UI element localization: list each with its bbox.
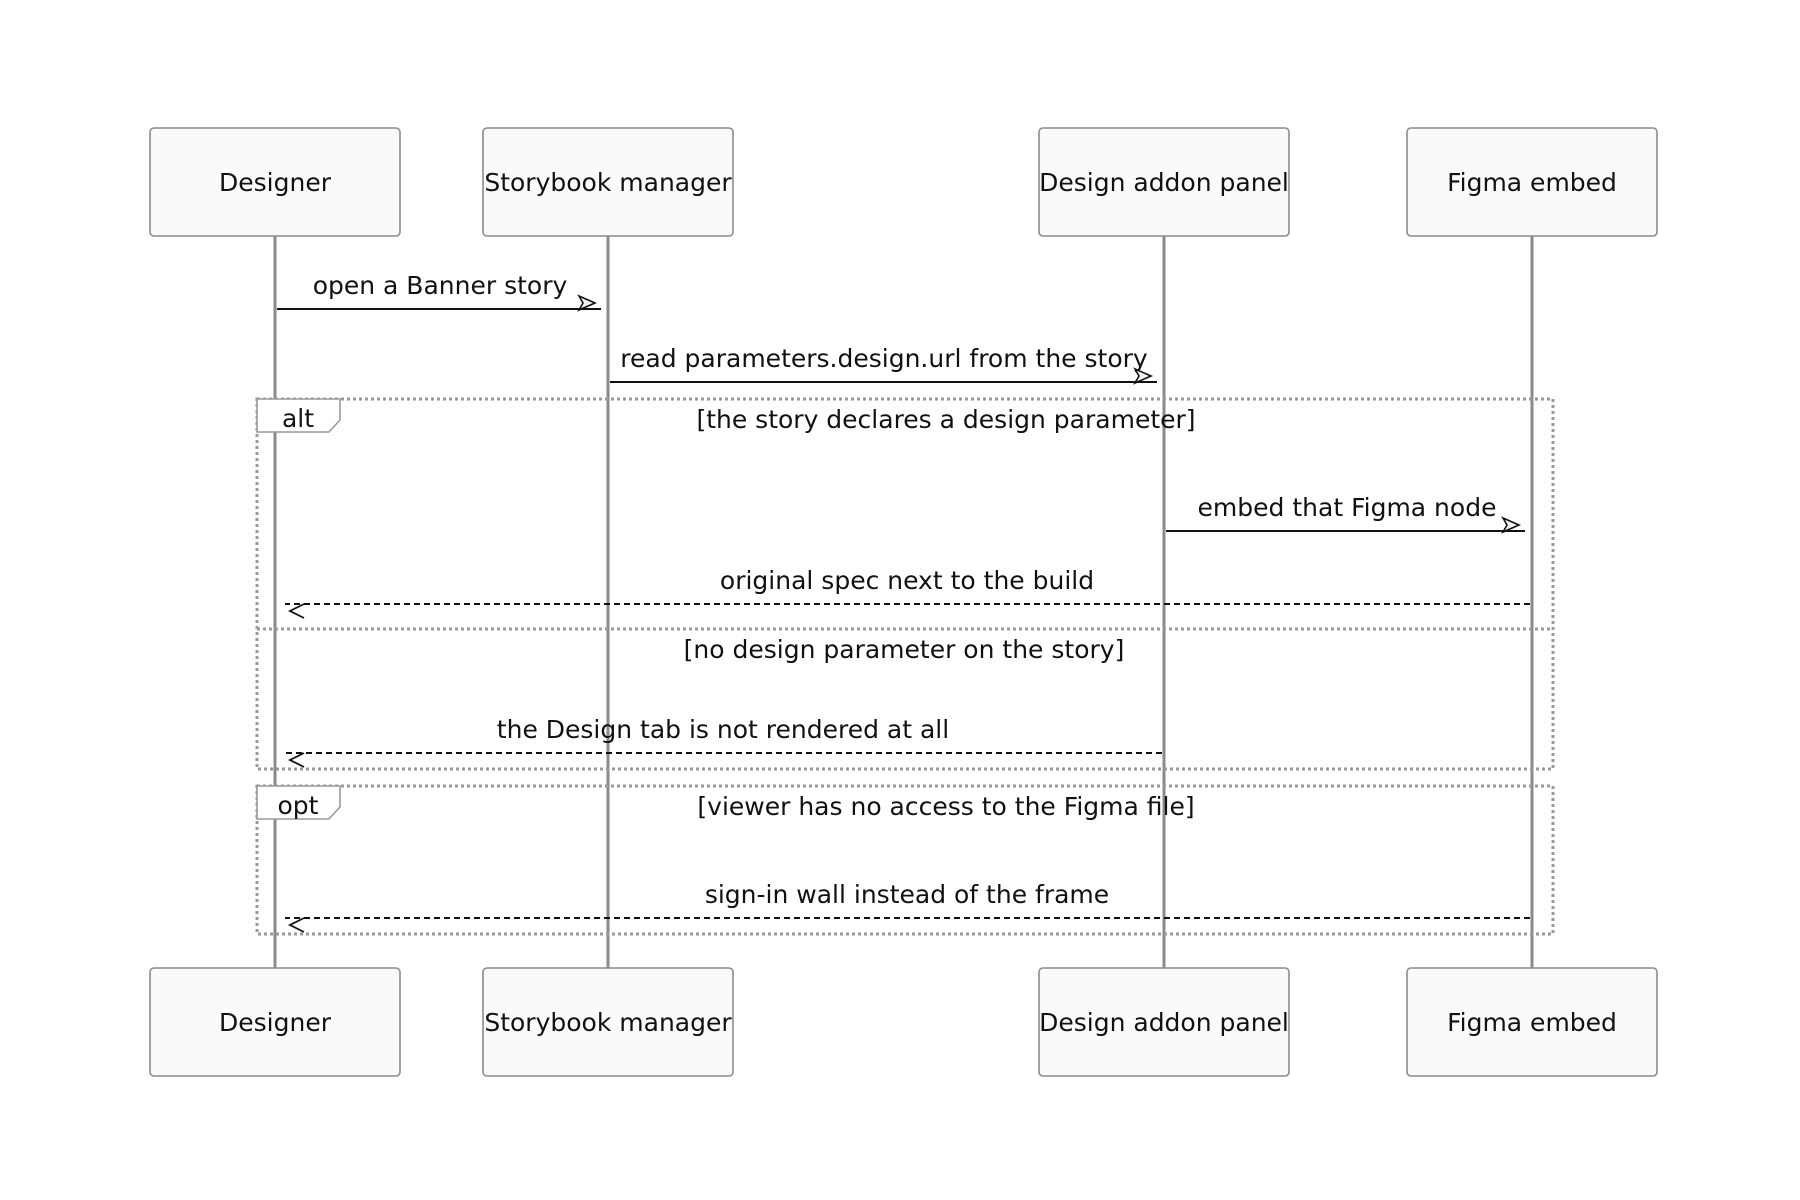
actor-bottom-storybook-manager: Storybook manager	[482, 967, 734, 1077]
fragment-opt: opt [viewer has no access to the Figma f…	[255, 784, 1555, 936]
fragment-condition: [no design parameter on the story]	[684, 635, 1125, 664]
actor-top-design-addon-panel: Design addon panel	[1038, 127, 1290, 237]
fragment-tab	[256, 398, 341, 433]
fragment-condition: [viewer has no access to the Figma file]	[697, 792, 1194, 821]
message-label: embed that Figma node	[1198, 493, 1497, 522]
actor-bottom-designer: Designer	[149, 967, 401, 1077]
message-label: open a Banner story	[313, 271, 568, 300]
fragment-condition: [the story declares a design parameter]	[696, 405, 1195, 434]
actor-bottom-design-addon-panel: Design addon panel	[1038, 967, 1290, 1077]
message-label: original spec next to the build	[720, 566, 1094, 595]
message-read-design-url: read parameters.design.url from the stor…	[610, 344, 1157, 385]
fragment-alt: alt [the story declares a design paramet…	[255, 397, 1555, 771]
message-label: sign-in wall instead of the frame	[705, 880, 1109, 909]
message-design-tab-not-rendered: the Design tab is not rendered at all	[285, 715, 1162, 768]
actor-label: Figma embed	[1447, 168, 1617, 197]
message-label: read parameters.design.url from the stor…	[620, 344, 1148, 373]
actor-top-figma-embed: Figma embed	[1406, 127, 1658, 237]
actor-top-designer: Designer	[149, 127, 401, 237]
actor-label: Designer	[219, 168, 332, 197]
message-label: the Design tab is not rendered at all	[497, 715, 949, 744]
fragment-tab	[256, 785, 341, 820]
actor-label: Figma embed	[1447, 1008, 1617, 1037]
arrowhead-icon	[287, 917, 305, 933]
arrowhead-icon	[1133, 367, 1153, 385]
fragment-kind-label: opt	[278, 791, 319, 820]
actor-label: Design addon panel	[1039, 168, 1289, 197]
actor-top-storybook-manager: Storybook manager	[482, 127, 734, 237]
actor-label: Storybook manager	[484, 168, 732, 197]
actor-bottom-figma-embed: Figma embed	[1406, 967, 1658, 1077]
arrowhead-icon	[287, 603, 305, 619]
arrowhead-icon	[577, 294, 597, 312]
message-original-spec: original spec next to the build	[285, 566, 1530, 619]
message-embed-figma-node: embed that Figma node	[1166, 493, 1525, 534]
fragment-kind-label: alt	[282, 404, 314, 433]
actor-label: Designer	[219, 1008, 332, 1037]
message-sign-in-wall: sign-in wall instead of the frame	[285, 880, 1530, 933]
actor-label: Design addon panel	[1039, 1008, 1289, 1037]
message-open-banner-story: open a Banner story	[277, 271, 601, 312]
arrowhead-icon	[1501, 516, 1521, 534]
actor-label: Storybook manager	[484, 1008, 732, 1037]
arrowhead-icon	[287, 752, 305, 768]
